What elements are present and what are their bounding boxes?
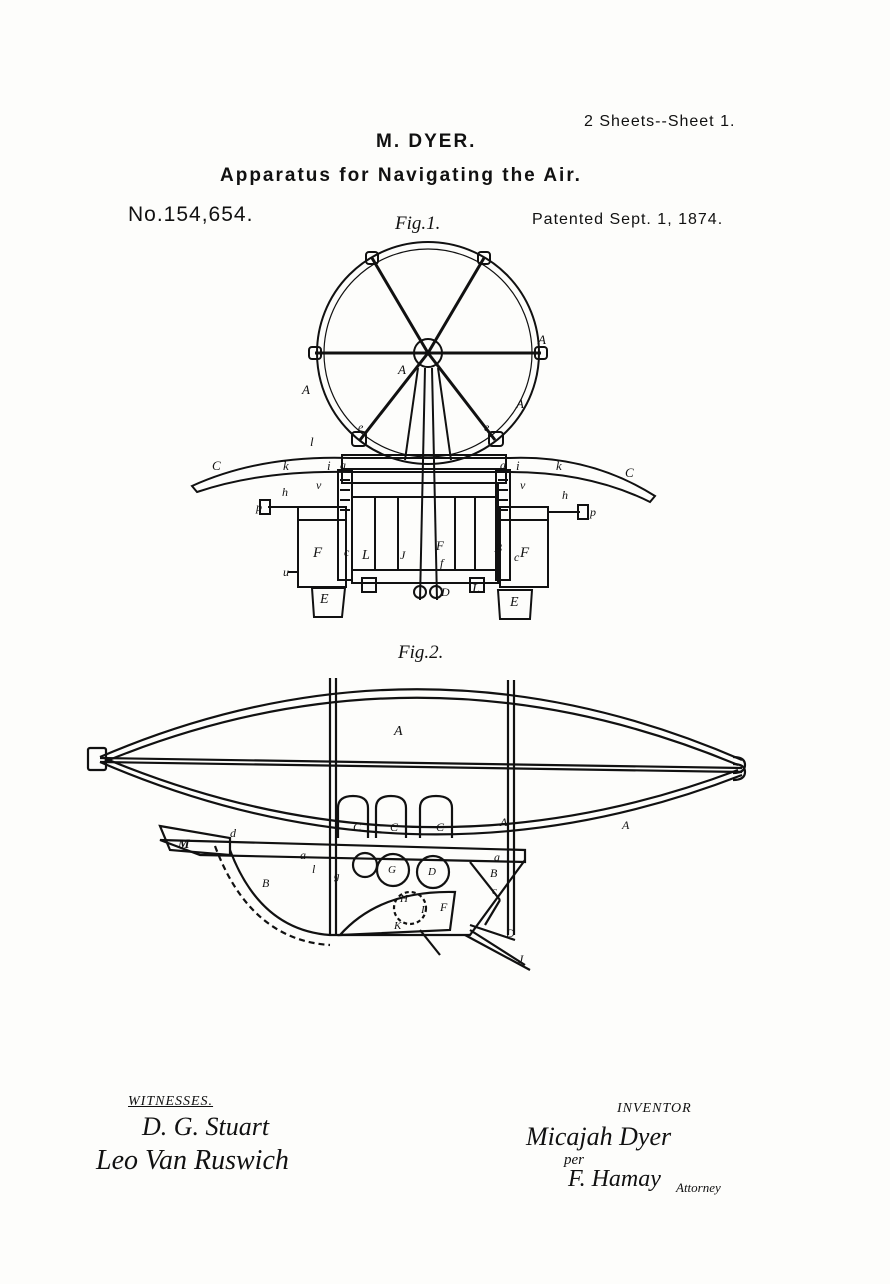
fig1-letter: e <box>358 420 364 434</box>
fig1-letter: h <box>562 488 568 502</box>
inventor-name-heading: M. DYER. <box>376 131 477 152</box>
fig1-letter: J <box>400 548 406 562</box>
fig1-letter: f <box>440 556 444 570</box>
fig1-letter: c <box>514 550 520 564</box>
witness-signature-1: D. G. Stuart <box>142 1112 270 1141</box>
fig1-letter: i <box>327 458 331 473</box>
fig1-letter: v <box>520 478 526 492</box>
fig1-letter: F <box>520 545 530 561</box>
fig1-letter: E <box>320 592 329 607</box>
inventor-label: INVENTOR <box>617 1101 692 1116</box>
sheet-count: 2 Sheets--Sheet 1. <box>584 113 736 130</box>
fig1-letter: F <box>436 538 444 553</box>
patent-date: Patented Sept. 1, 1874. <box>532 211 724 228</box>
attorney-signature: F. Hamay <box>568 1166 661 1192</box>
attorney-label: Attorney <box>676 1180 721 1195</box>
fig1-letter: E <box>510 595 519 610</box>
fig2-letter: J <box>518 952 524 966</box>
fig1-letter: p <box>256 500 262 514</box>
fig2-letter: B <box>490 866 498 880</box>
fig1-letter: l <box>310 434 314 449</box>
fig2-letter: A <box>500 815 508 829</box>
fig1-letter: F <box>313 545 323 561</box>
fig1-letter: v <box>316 478 322 492</box>
fig1-letter: C <box>625 465 634 480</box>
fig2-letter: I <box>421 904 425 916</box>
fig1-letter: A <box>538 332 546 347</box>
fig2-letter: a <box>494 850 500 864</box>
fig1-letter: D <box>441 585 450 599</box>
fig1-letter: e <box>484 420 490 434</box>
fig2-letter: c <box>492 885 497 897</box>
fig2-letter: C <box>353 820 362 834</box>
fig1-letter: A <box>302 382 310 397</box>
fig1-letter: L <box>362 548 370 563</box>
fig1-letter: u <box>283 565 289 579</box>
fig1-letter: L <box>472 582 480 597</box>
fig2-letter: d <box>230 826 236 840</box>
fig2-letter: G <box>388 864 396 876</box>
fig1-letter: p <box>590 505 596 519</box>
inventor-signature: Micajah Dyer <box>526 1122 672 1151</box>
per-text: per <box>564 1152 584 1168</box>
fig2-letter: M <box>178 836 190 851</box>
fig1-letter: a <box>500 458 506 472</box>
fig2-letter: a <box>300 848 306 862</box>
fig2-letter: g <box>334 870 340 882</box>
fig1-letter: k <box>283 458 289 473</box>
fig2-letter: D <box>428 866 436 878</box>
fig2-letter: F <box>440 900 448 914</box>
witnesses-label: WITNESSES. <box>128 1094 214 1109</box>
fig1-letter: k <box>556 458 562 473</box>
patent-number: No.154,654. <box>128 203 254 226</box>
fig1-label: Fig.1. <box>395 213 441 234</box>
fig2-letter: C <box>390 820 399 834</box>
fig1-letter: A <box>516 396 524 411</box>
fig2-letter: D <box>506 926 515 940</box>
patent-title: Apparatus for Navigating the Air. <box>220 165 582 186</box>
fig1-letter: a <box>340 458 346 472</box>
fig2-letter: A <box>394 724 403 739</box>
fig2-letter: A <box>622 818 630 832</box>
fig2-label: Fig.2. <box>398 642 444 663</box>
fig1-letter: i <box>516 458 520 473</box>
fig1-letter: c <box>344 545 350 559</box>
fig2-letter: l <box>312 862 316 876</box>
fig1-letter: B <box>494 540 502 555</box>
fig1-letter: h <box>282 485 288 499</box>
fig2-letter: H <box>400 893 408 905</box>
fig2-letter: C <box>436 820 445 834</box>
witness-signature-2: Leo Van Ruswich <box>96 1145 289 1176</box>
fig2-letter: B <box>262 876 270 890</box>
fig2-drawing <box>86 678 747 971</box>
fig2-letter: K <box>394 920 402 932</box>
fig1-letter: A <box>398 362 406 377</box>
fig1-letter: C <box>212 458 221 473</box>
